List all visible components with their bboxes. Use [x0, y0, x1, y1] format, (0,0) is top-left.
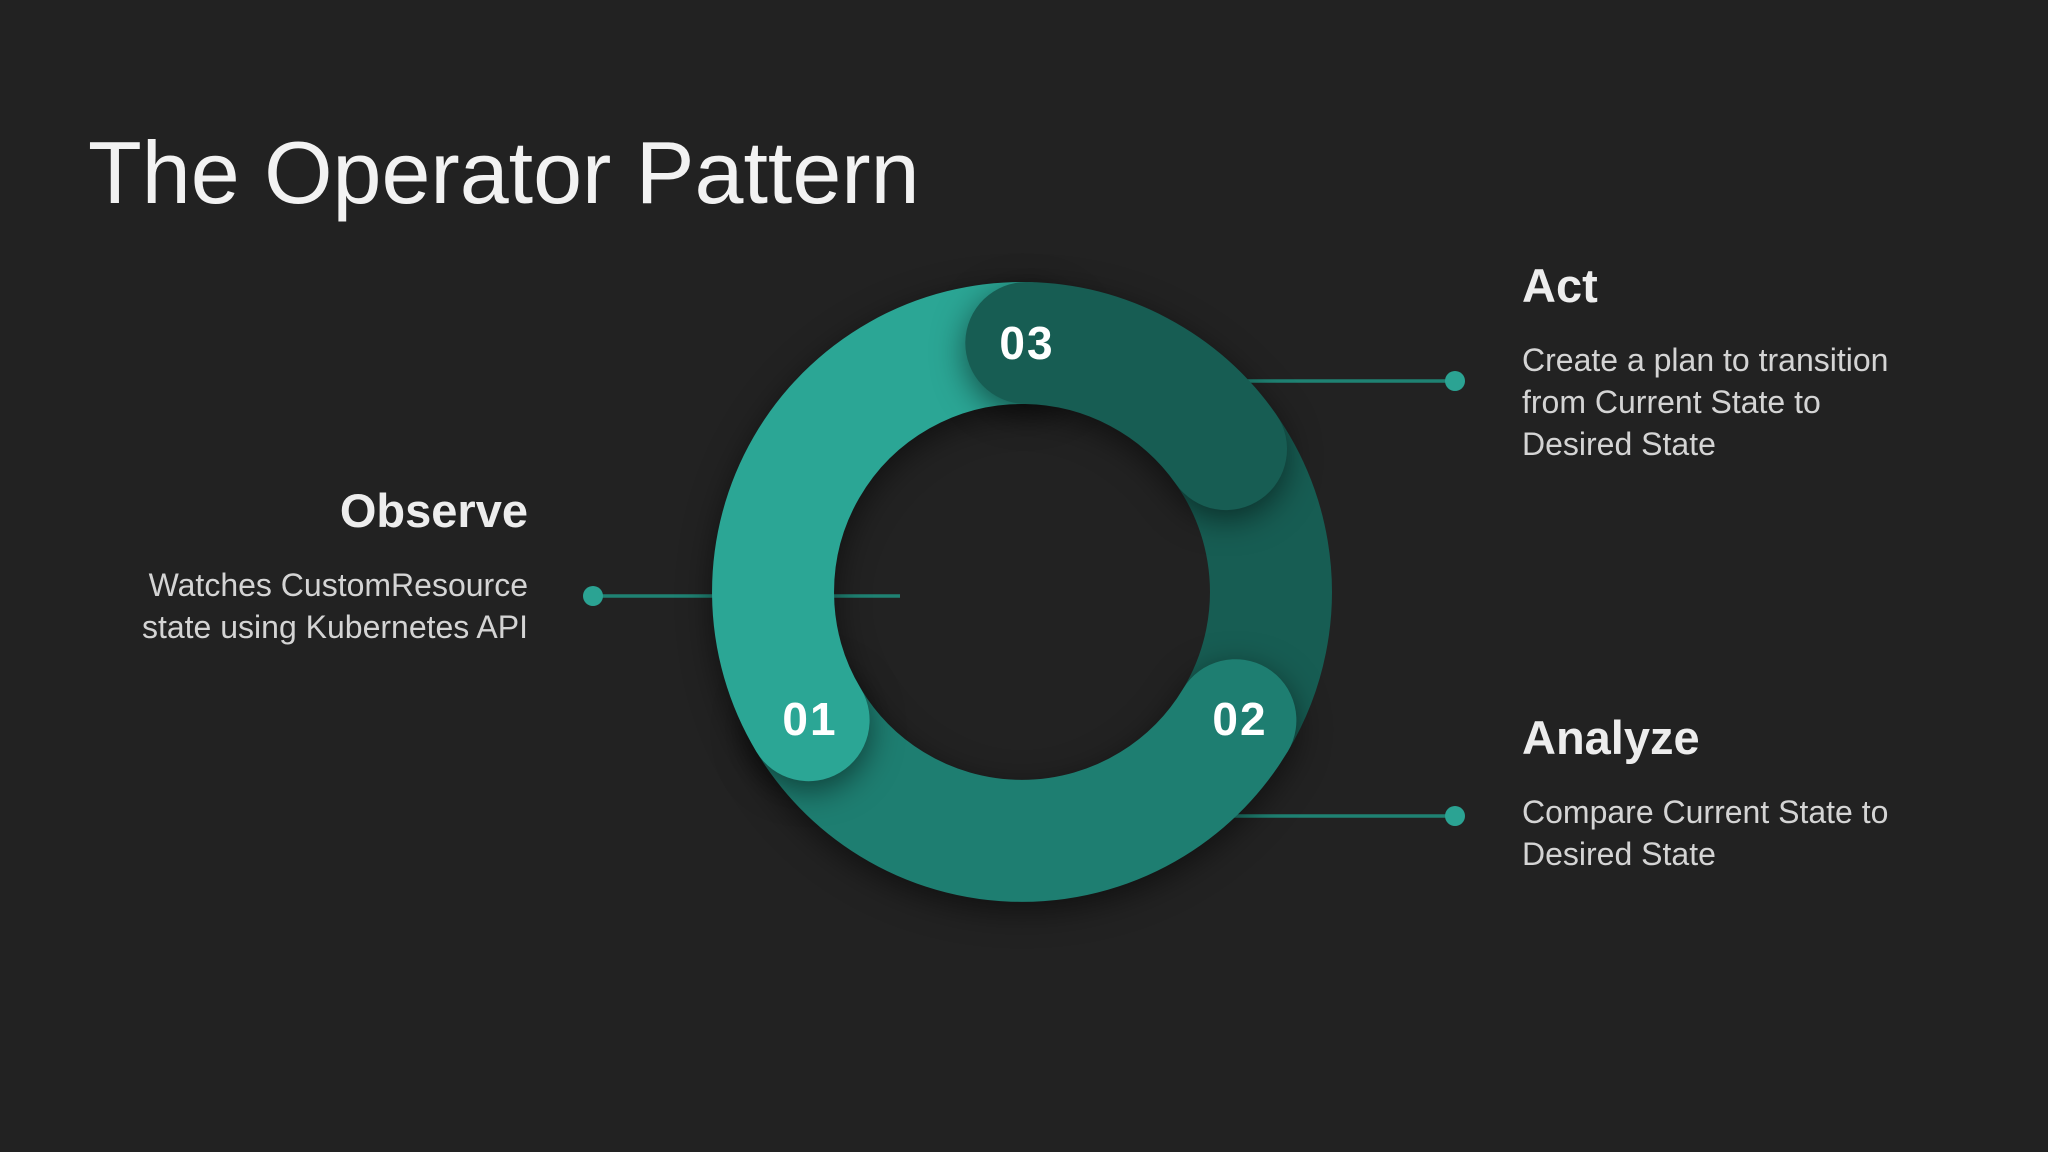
segment-analyze-arc [747, 659, 1297, 902]
analyze-description-line-1: Compare Current State to [1522, 794, 1889, 830]
analyze-description-line-2: Desired State [1522, 836, 1716, 872]
segment-observe-arc [712, 281, 1088, 782]
step-number-03: 03 [999, 317, 1055, 369]
act-block: Act Create a plan to transition from Cur… [1522, 262, 1888, 465]
step-number-02: 02 [1212, 693, 1268, 745]
segment-act-cap [965, 282, 1287, 511]
observe-description: Watches CustomResource state using Kuber… [142, 564, 528, 648]
page-title: The Operator Pattern [88, 123, 920, 222]
analyze-connector-dot [1445, 806, 1465, 826]
observe-description-line-1: Watches CustomResource [148, 567, 528, 603]
act-description: Create a plan to transition from Current… [1522, 339, 1888, 465]
analyze-heading: Analyze [1522, 711, 1700, 764]
analyze-description: Compare Current State to Desired State [1522, 791, 1888, 875]
act-connector-dot [1445, 371, 1465, 391]
observe-block: Observe Watches CustomResource state usi… [142, 487, 528, 648]
observe-description-line-2: state using Kubernetes API [141, 609, 528, 645]
act-description-line-2: from Current State to [1522, 384, 1821, 420]
observe-connector-dot [583, 586, 603, 606]
act-description-line-3: Desired State [1522, 426, 1716, 462]
analyze-block: Analyze Compare Current State to Desired… [1522, 714, 1888, 875]
step-number-01: 01 [782, 693, 838, 745]
act-heading: Act [1522, 259, 1598, 312]
observe-heading: Observe [339, 484, 528, 537]
act-description-line-1: Create a plan to transition [1522, 342, 1889, 378]
